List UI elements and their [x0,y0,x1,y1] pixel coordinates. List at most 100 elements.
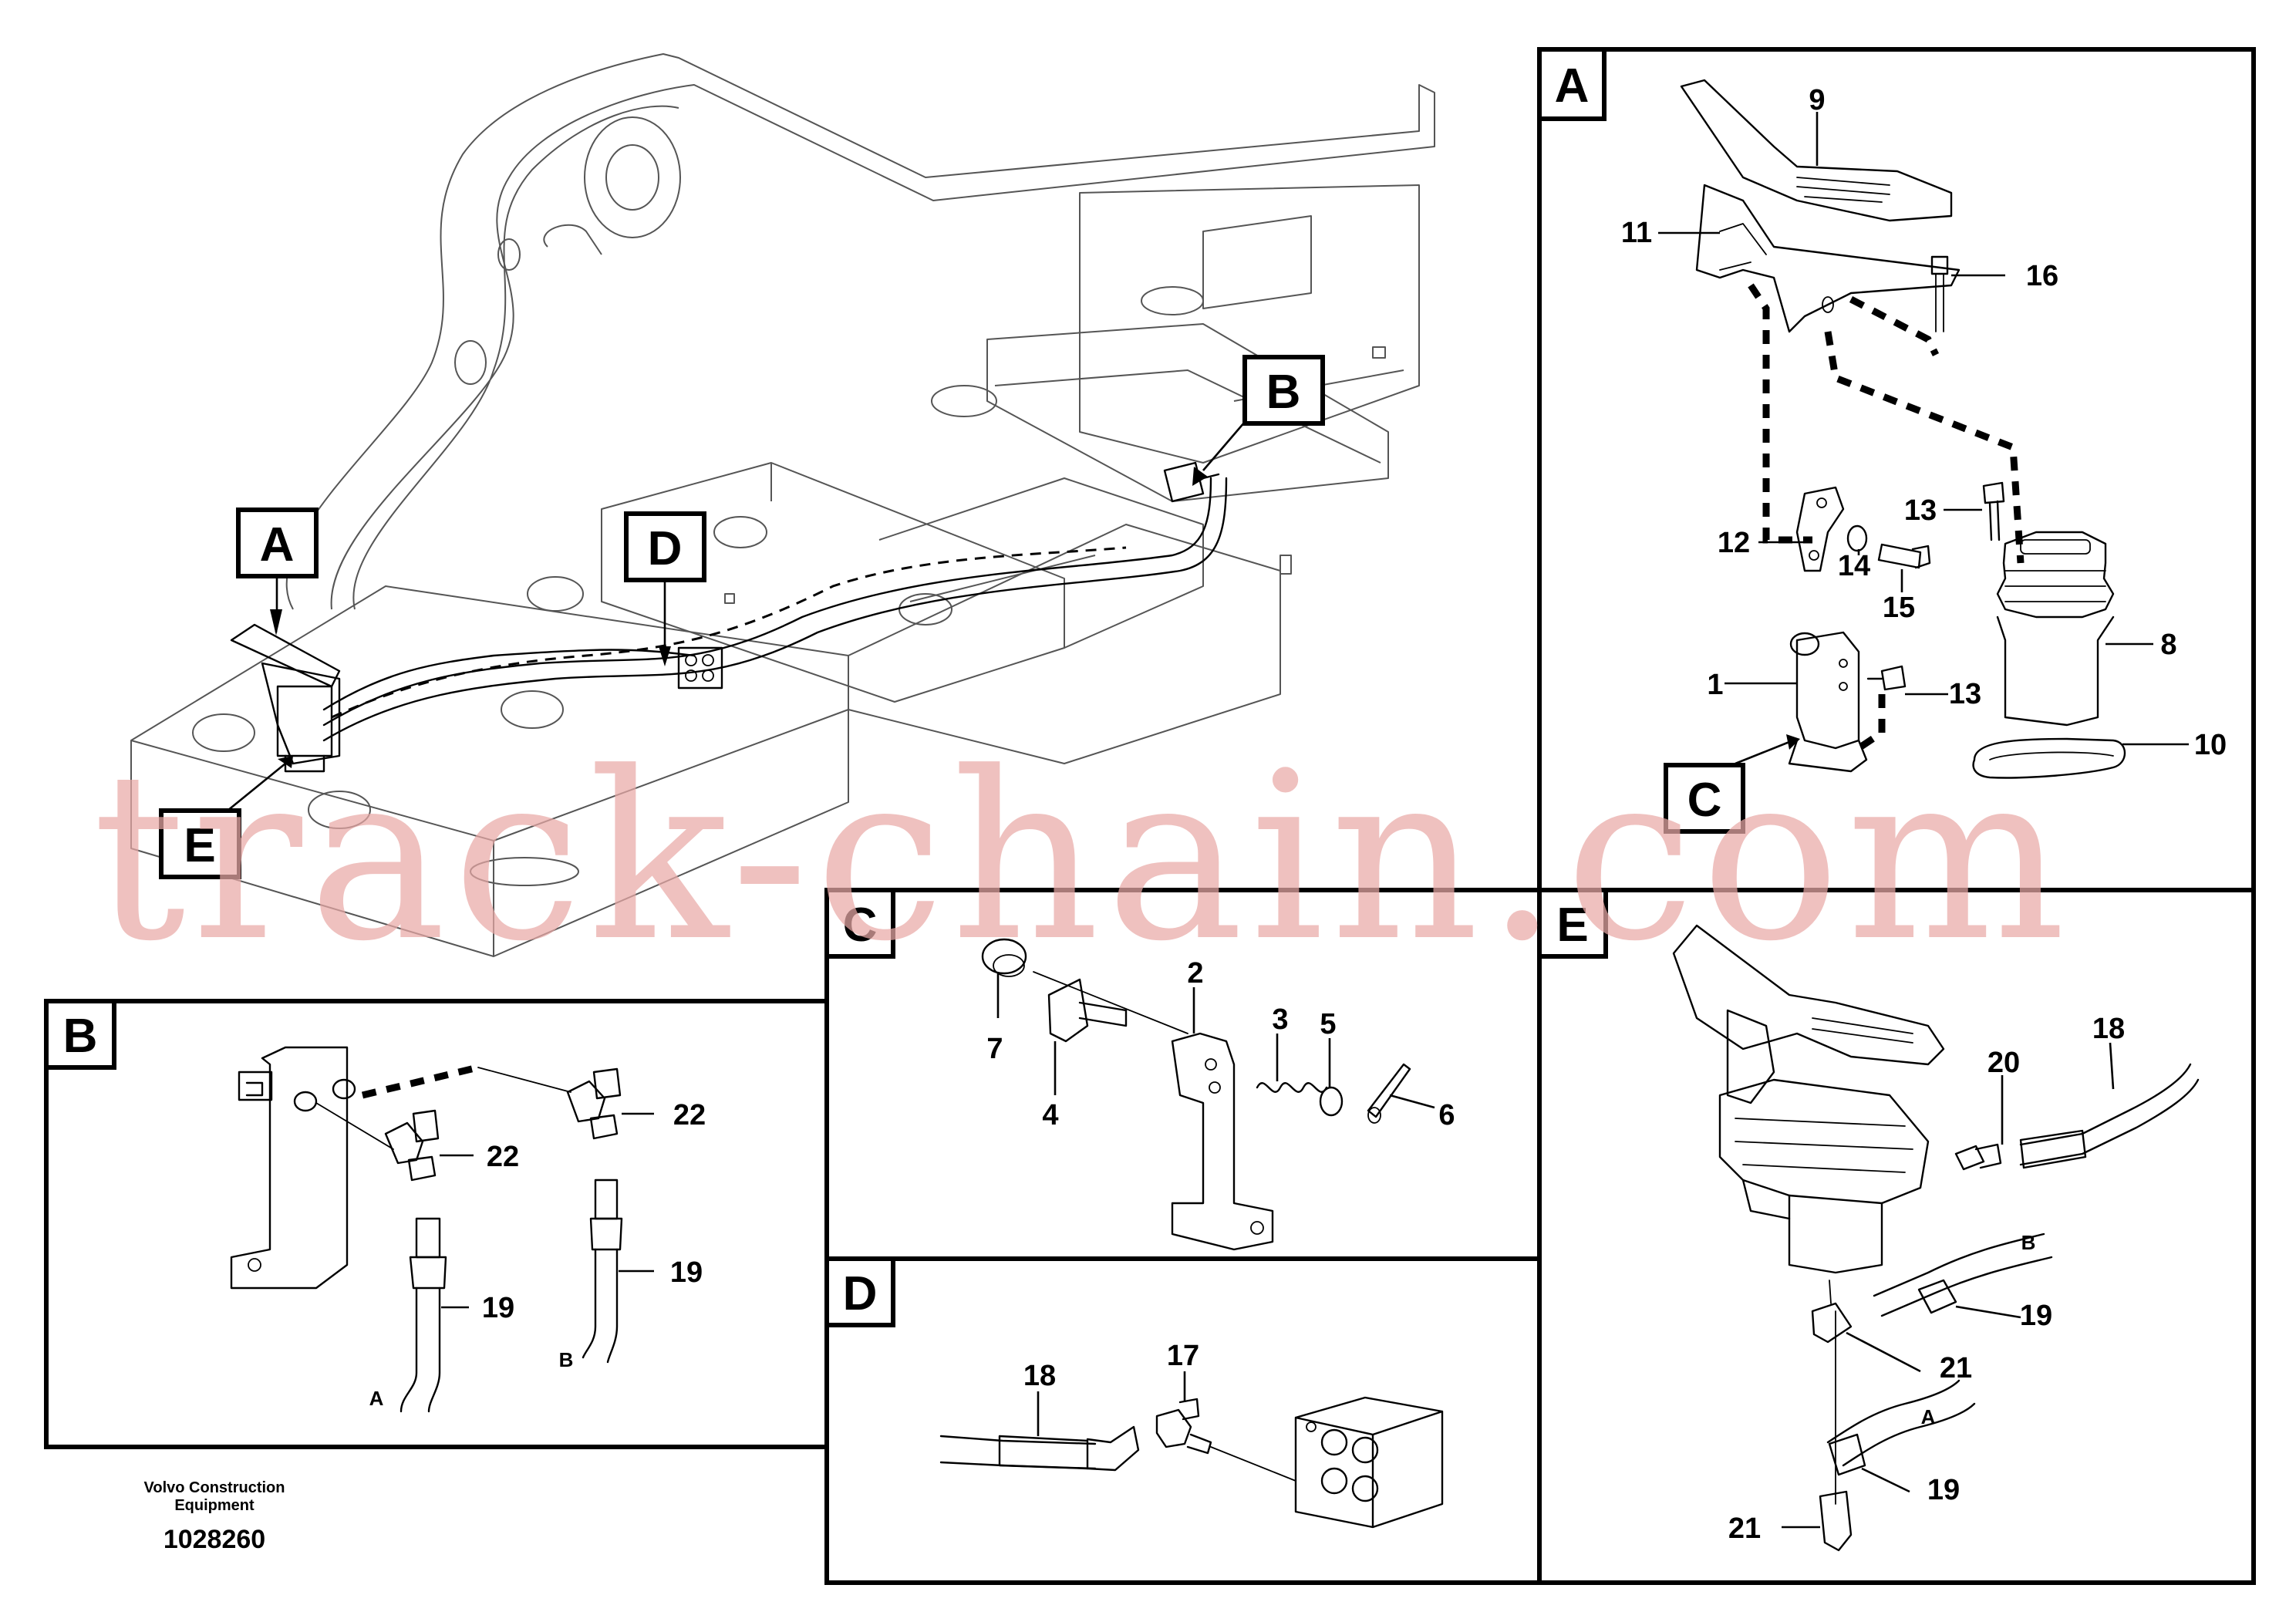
assembly-line-4 [1856,694,1886,751]
block-hole-1 [713,516,767,548]
panel-E: E 18 20 [1537,888,2256,1585]
drawing-number: 1028260 [164,1525,265,1554]
callout-D-overview[interactable]: D [624,511,706,582]
panel-E-tread [1812,1017,1913,1044]
leader-6 [1389,1094,1435,1109]
leader-C [1735,739,1794,765]
callout-B-overview[interactable]: B [1242,355,1325,426]
bolt-13-upper [1982,481,2005,541]
leader-B-arrow [1192,467,1208,486]
center-channel [878,477,1204,649]
panel-B-axis-2 [477,1067,571,1093]
frame-nub [1372,346,1386,359]
panel-A-title: A [1555,59,1590,113]
panel-E-frame [1537,888,2256,1585]
cap-part-7 [981,938,1027,975]
bolt-13-lower [1866,665,1907,691]
part-label-8: 8 [2160,629,2176,661]
panel-C-frame [824,888,1543,1261]
callout-A-overview[interactable]: A [236,508,319,578]
hose-19-E-bottom [1880,1256,2053,1317]
tee-17-top [1178,1398,1200,1421]
frame-peg [1279,555,1292,575]
part-label-4: 4 [1042,1099,1058,1131]
platform-hole-2 [501,690,564,729]
callout-E-overview[interactable]: E [159,808,241,879]
part-label-10: 10 [2194,729,2227,761]
part-label-7: 7 [986,1033,1003,1065]
part-label-9: 9 [1809,84,1825,116]
valve-1-bolt [1839,659,1848,668]
valve-1-bolt-2 [1839,682,1848,691]
valve-1-cap [1789,632,1820,656]
platform-hole-3 [308,791,371,829]
panel-D-title: D [843,1267,878,1320]
seal-part-10 [1972,737,2126,779]
leader-D-arrow [659,646,671,666]
valve-1-base [1788,739,1868,773]
pedal-part-9 [1680,79,1953,222]
block-hole-2 [899,593,952,626]
bracket-part-2 [1171,1032,1274,1251]
overview-hose-2 [322,477,1228,742]
svg-text:E: E [184,819,215,872]
block-port-4 [1351,1475,1379,1502]
title-block: Volvo Construction Equipment 1028260 [144,1479,285,1554]
panel-E-pedal [1672,924,1945,1066]
panel-B-plate [238,1071,273,1101]
panel-B-axis-1 [315,1102,394,1150]
panel-B-port-1 [293,1091,318,1112]
part-label-16: 16 [2026,260,2058,292]
hose-19-left-crimp [409,1256,447,1290]
overview-hose-1 [322,477,1212,727]
hose-19-left-1 [400,1286,418,1413]
cover-part-11 [1695,184,1961,333]
platform-slot [527,576,584,612]
part-label-12: 12 [1718,527,1750,559]
leader-A-arrow [270,609,282,636]
panel-B-frame [44,999,831,1449]
hose-18-elbow [1086,1425,1140,1472]
part-label-19-E: 19 [2020,1300,2052,1332]
rear-crossmember [986,323,1389,502]
company-name-line2: Equipment [174,1497,255,1514]
boom-hole-2 [497,238,521,271]
part-label-21-upper: 21 [1940,1352,1972,1384]
panel-B-dashed [361,1064,480,1099]
panel-D-frame [824,1256,1543,1585]
block-port-2 [1351,1436,1379,1464]
overview-block-port [685,654,697,666]
boom-lug [543,224,602,255]
part-label-11: 11 [1621,217,1652,249]
part-label-5: 5 [1320,1008,1336,1040]
bracket-2-hole-1 [1205,1058,1217,1071]
panel-E-hinge [1726,1009,1775,1104]
hose-19-E-crimp [1917,1279,1957,1314]
part-label-14: 14 [1838,550,1870,582]
part-label-20: 20 [1988,1047,2020,1079]
block-side-hole [1306,1421,1317,1432]
seal-10-inner [1989,751,2114,760]
callout-C-in-A[interactable]: C [1664,763,1745,834]
bracket-2-hole-2 [1209,1081,1221,1094]
fitting-part-20 [1954,1145,1985,1171]
panel-B: B 22 22 19 19 [44,999,831,1449]
platform-slot-2 [470,857,579,886]
panel-B-port-2 [332,1078,356,1100]
svg-text:A: A [260,518,295,572]
panel-B-bracket [230,1046,349,1290]
washer-part-5 [1319,1086,1344,1117]
part-label-19-left: 19 [482,1292,514,1324]
hose-end-A-E-label: A [1921,1405,1936,1428]
link-4-pin [1078,1001,1128,1027]
panel-E-boot [1718,1078,1930,1205]
bolt-16-shank [1935,273,1944,332]
panel-E-valve-side [1741,1179,1791,1220]
link-part-4 [1047,978,1089,1043]
tee-22-left-bottom [407,1155,437,1182]
boom-pivot [584,116,681,238]
part-label-1: 1 [1707,669,1723,701]
hose-19-A-top [1826,1379,1961,1444]
pin-part-6 [1367,1063,1411,1118]
